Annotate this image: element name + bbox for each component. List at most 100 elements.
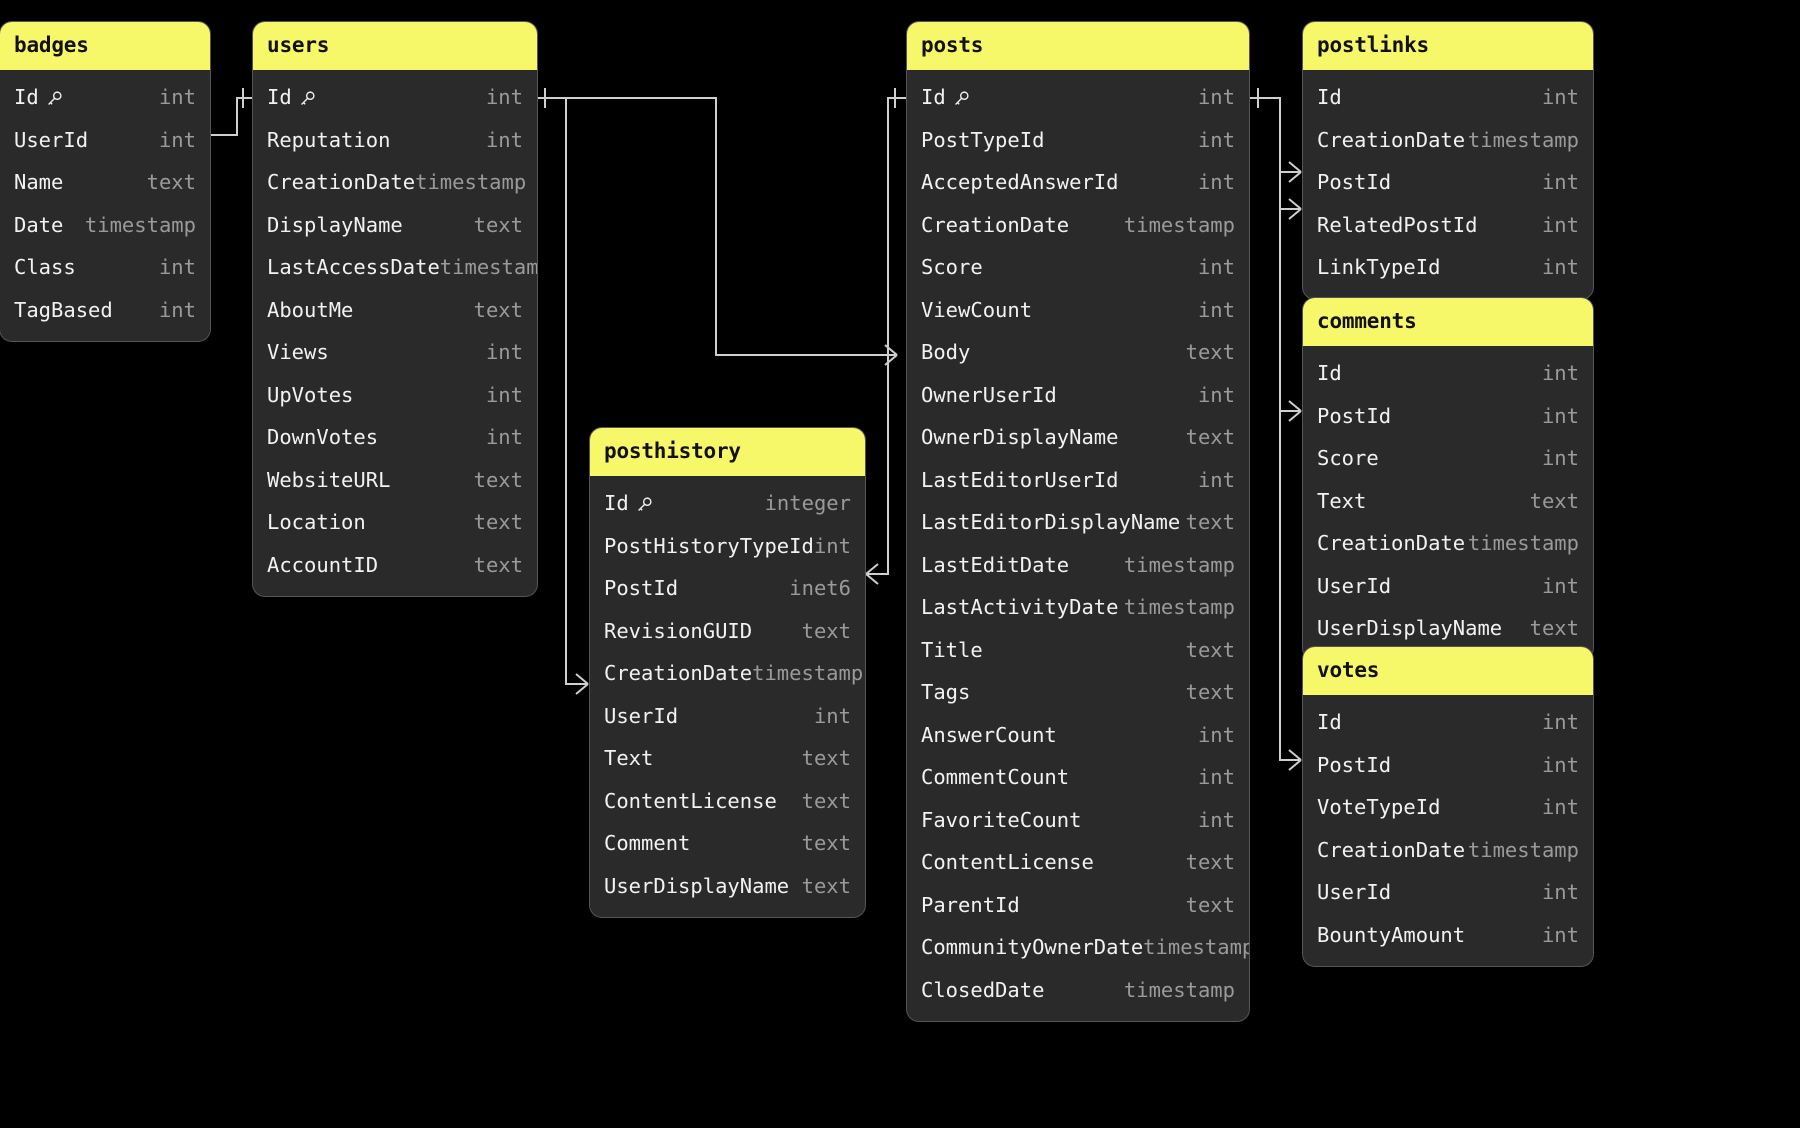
table-title-posts[interactable]: posts — [907, 22, 1249, 70]
table-title-posthistory[interactable]: posthistory — [590, 428, 865, 476]
column-type: integer — [764, 491, 851, 515]
column-name-label: ContentLicense — [604, 788, 777, 813]
column-type: int — [1197, 765, 1235, 789]
primary-key-icon — [636, 496, 653, 513]
table-title-badges[interactable]: badges — [0, 22, 210, 70]
column-name: Id — [921, 76, 970, 119]
column-type: text — [1185, 892, 1235, 917]
column-name: FavoriteCount — [921, 799, 1081, 842]
table-title-users[interactable]: users — [253, 22, 537, 70]
table-title-postlinks[interactable]: postlinks — [1303, 22, 1593, 70]
column-type: timestamp — [1123, 977, 1235, 1002]
column-name: OwnerDisplayName — [921, 416, 1118, 459]
column-name-label: OwnerUserId — [921, 382, 1057, 407]
column-name: DisplayName — [267, 204, 403, 247]
table-title-votes[interactable]: votes — [1303, 647, 1593, 695]
column-row[interactable]: LastAccessDatetimestamp — [253, 246, 537, 289]
column-type: int — [485, 85, 523, 109]
column-type: timestamp — [1467, 127, 1579, 152]
column-name-label: AnswerCount — [921, 722, 1057, 747]
column-name: Id — [1317, 701, 1342, 744]
column-name-label: UserDisplayName — [604, 873, 790, 898]
column-name-label: CommunityOwnerDate — [921, 935, 1144, 959]
table-title-comments[interactable]: comments — [1303, 298, 1593, 346]
column-type: int — [1541, 403, 1579, 428]
